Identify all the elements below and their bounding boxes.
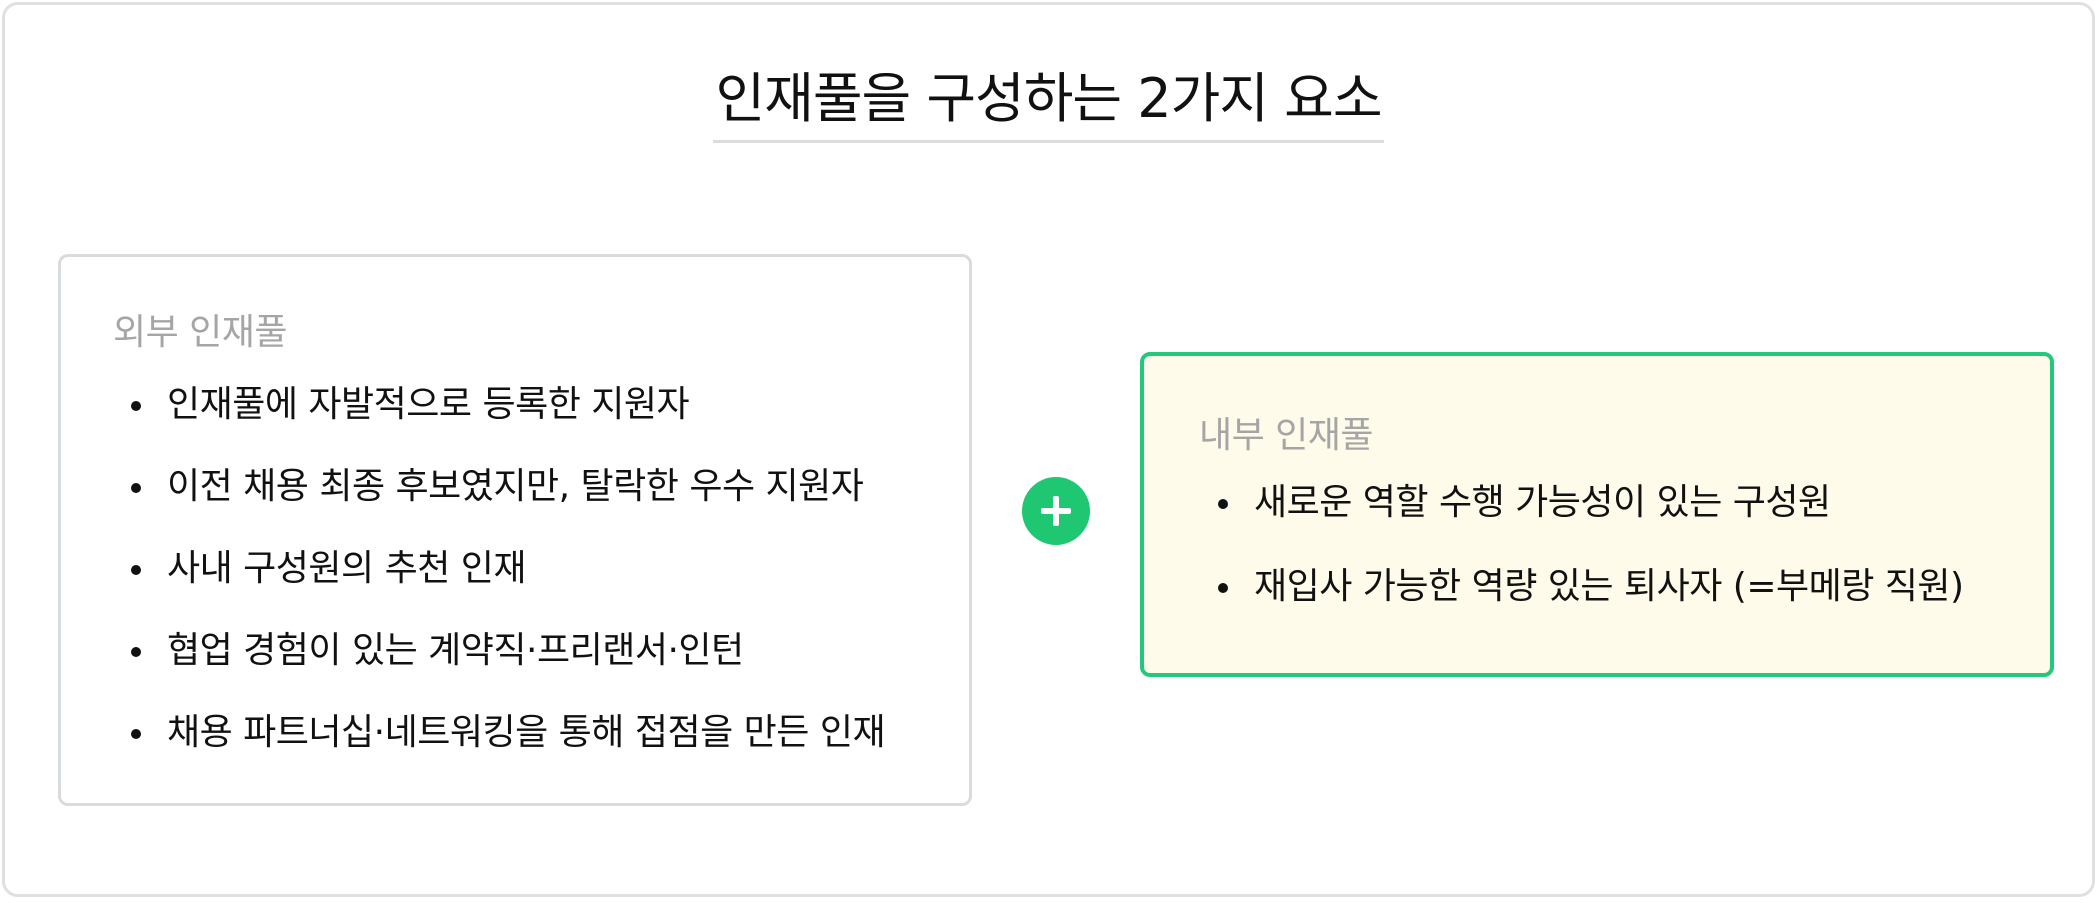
list-item-text: 채용 파트너십·네트워킹을 통해 접점을 만든 인재 xyxy=(167,712,886,753)
internal-talent-pool-label: 내부 인재풀 xyxy=(1199,415,1374,456)
list-item-text: 인재풀에 자발적으로 등록한 지원자 xyxy=(167,384,690,425)
internal-talent-pool-box: 내부 인재풀 새로운 역할 수행 가능성이 있는 구성원 재입사 가능한 역량 … xyxy=(1140,352,2054,677)
external-talent-pool-box: 외부 인재풀 인재풀에 자발적으로 등록한 지원자 이전 채용 최종 후보였지만… xyxy=(58,254,972,806)
list-item-text: 사내 구성원의 추천 인재 xyxy=(167,548,527,589)
title-wrap: 인재풀을 구성하는 2가지 요소 xyxy=(5,67,2092,143)
list-item-text: 협업 경험이 있는 계약직·프리랜서·인턴 xyxy=(167,630,744,671)
list-item-text: 재입사 가능한 역량 있는 퇴사자 (=부메랑 직원) xyxy=(1254,566,1964,607)
list-item: 채용 파트너십·네트워킹을 통해 접점을 만든 인재 xyxy=(131,711,886,755)
plus-icon xyxy=(1022,477,1090,545)
bullet-icon xyxy=(131,647,141,657)
list-item-text: 새로운 역할 수행 가능성이 있는 구성원 xyxy=(1254,482,1831,523)
external-talent-pool-list: 인재풀에 자발적으로 등록한 지원자 이전 채용 최종 후보였지만, 탈락한 우… xyxy=(131,383,886,793)
list-item: 인재풀에 자발적으로 등록한 지원자 xyxy=(131,383,885,427)
external-talent-pool-label: 외부 인재풀 xyxy=(113,312,288,353)
bullet-icon xyxy=(1218,583,1228,593)
bullet-icon xyxy=(131,565,141,575)
list-item-text: 이전 채용 최종 후보였지만, 탈락한 우수 지원자 xyxy=(167,466,864,507)
list-item: 재입사 가능한 역량 있는 퇴사자 (=부메랑 직원) xyxy=(1218,565,1964,609)
internal-talent-pool-list: 새로운 역할 수행 가능성이 있는 구성원 재입사 가능한 역량 있는 퇴사자 … xyxy=(1218,481,1964,649)
diagram-title: 인재풀을 구성하는 2가지 요소 xyxy=(713,67,1384,143)
list-item: 사내 구성원의 추천 인재 xyxy=(131,547,885,591)
list-item: 새로운 역할 수행 가능성이 있는 구성원 xyxy=(1218,481,1964,525)
bullet-icon xyxy=(131,729,141,739)
list-item: 이전 채용 최종 후보였지만, 탈락한 우수 지원자 xyxy=(131,465,885,509)
bullet-icon xyxy=(131,401,141,411)
bullet-icon xyxy=(131,483,141,493)
bullet-icon xyxy=(1218,499,1228,509)
list-item: 협업 경험이 있는 계약직·프리랜서·인턴 xyxy=(131,629,885,673)
